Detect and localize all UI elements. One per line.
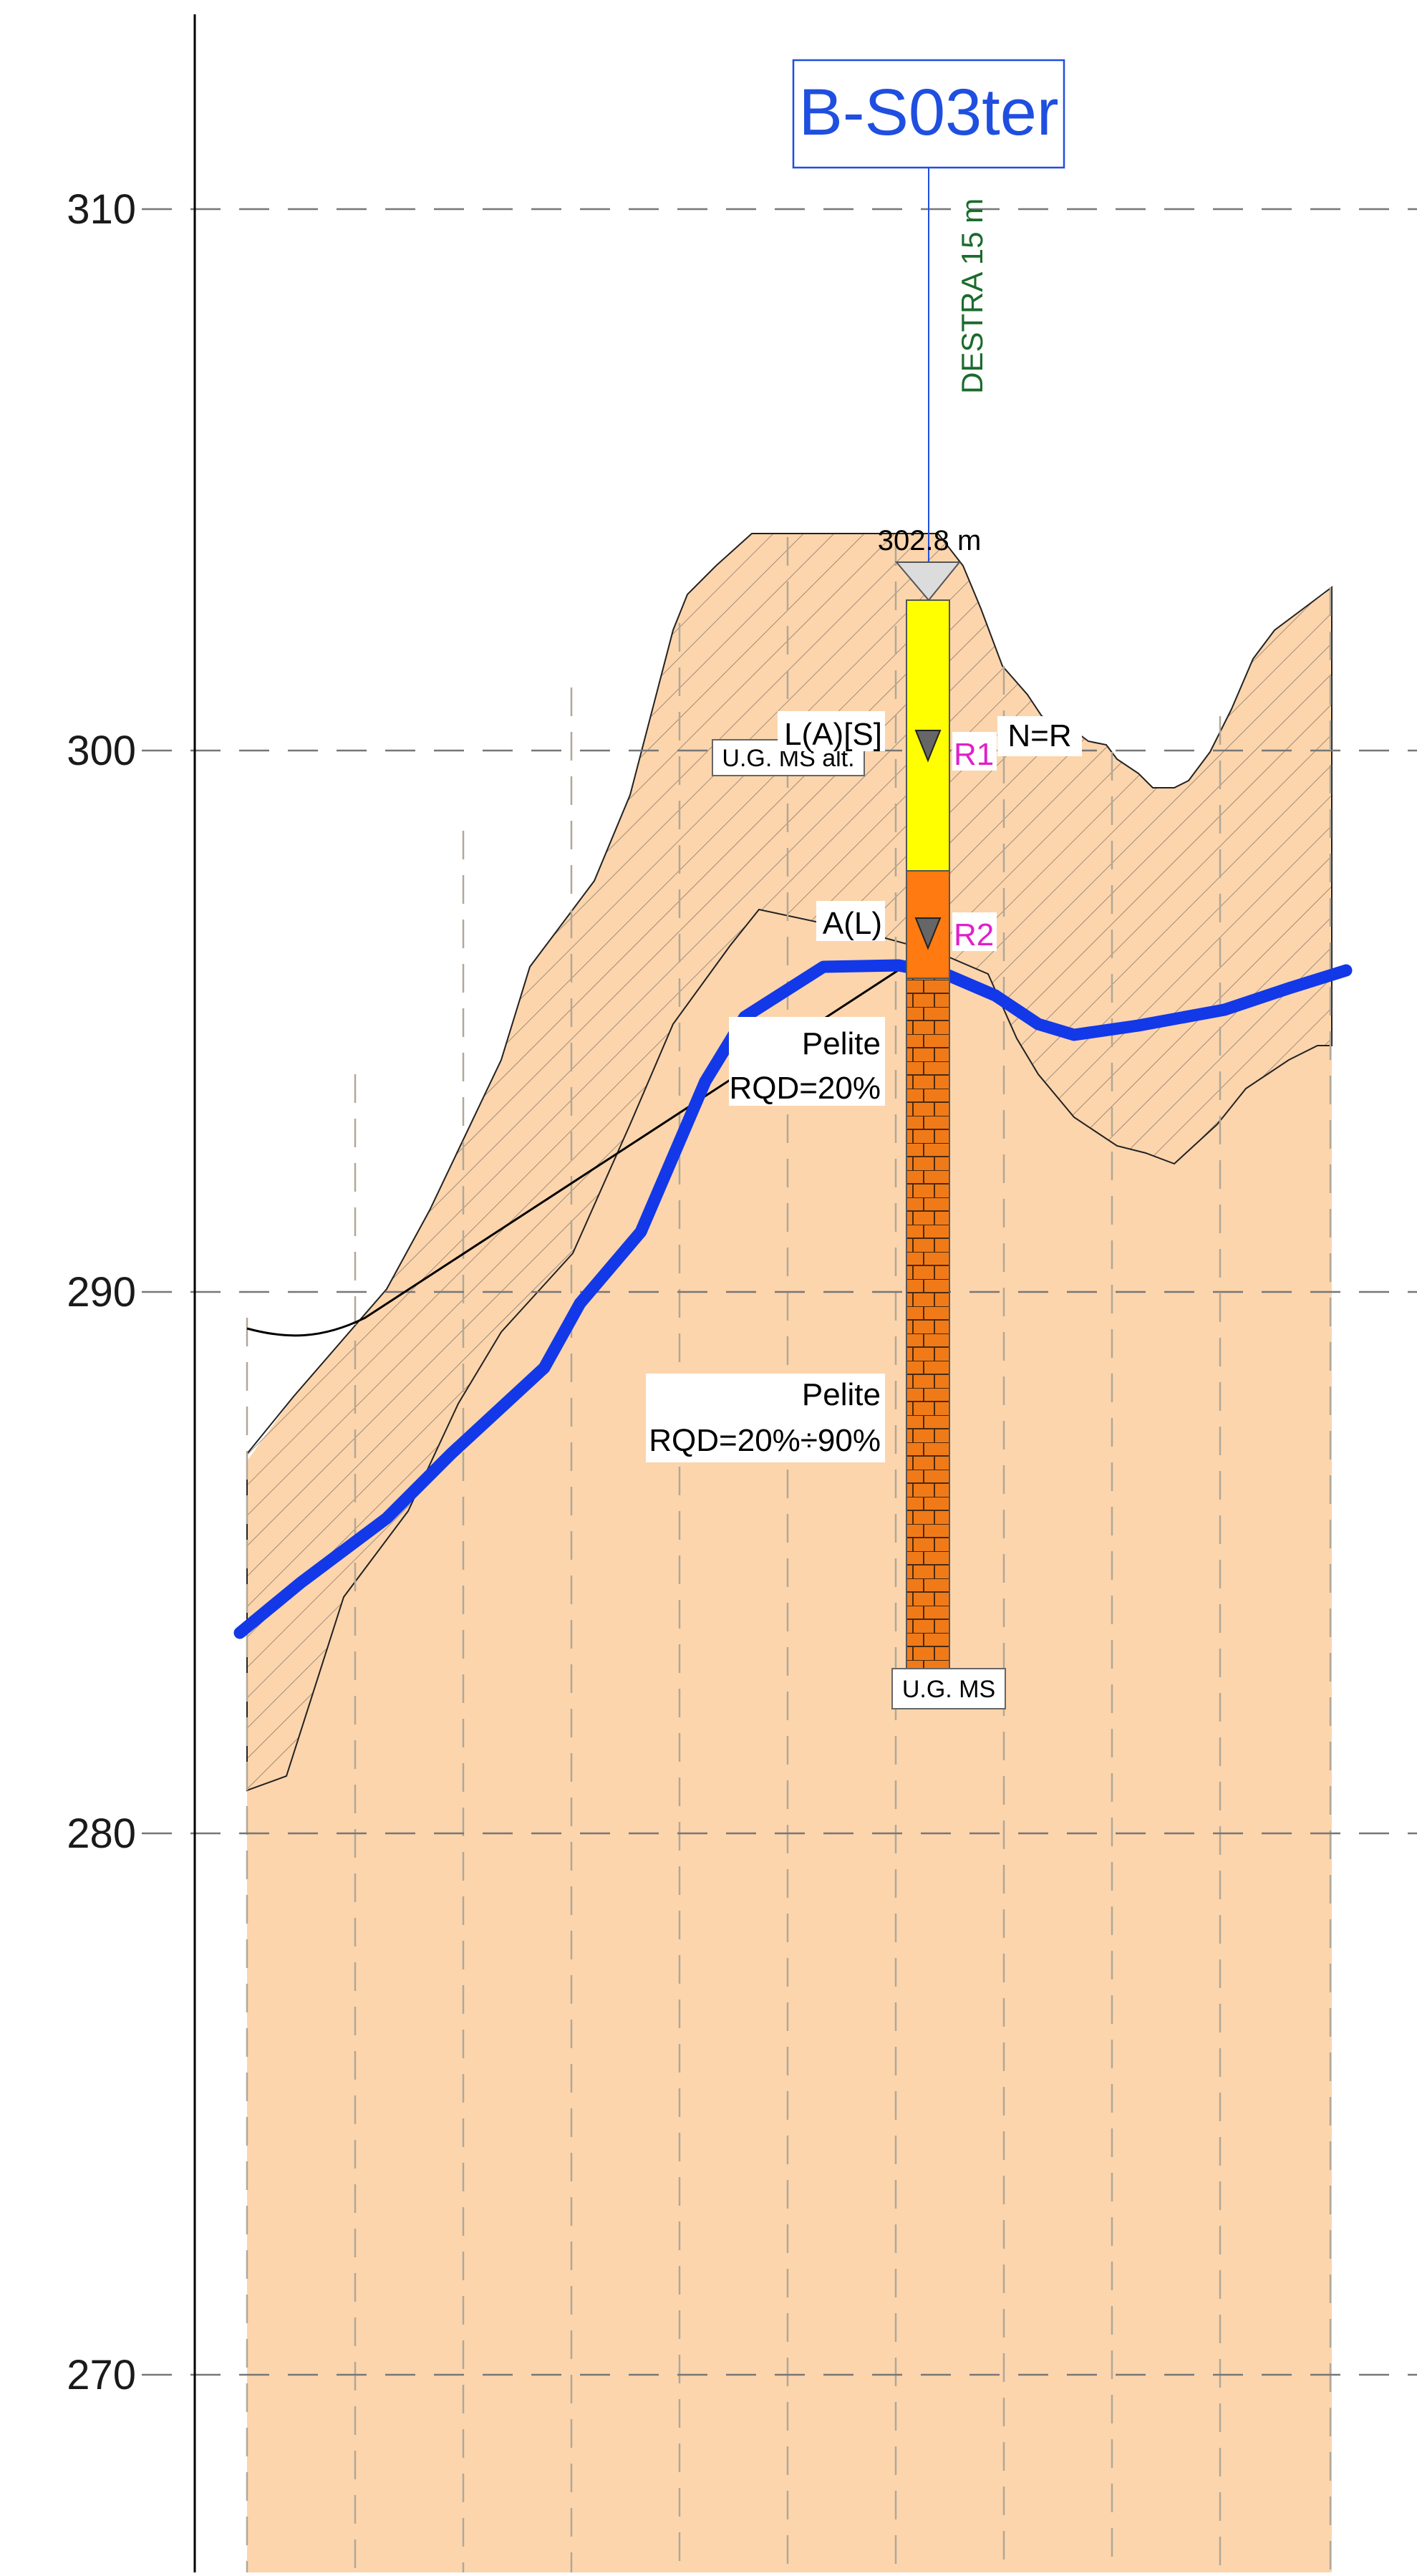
r2-label-box [952, 912, 997, 951]
elevation-tick-label: 280 [67, 1810, 136, 1857]
rock-description-2-rqd: RQD=20%÷90% [649, 1423, 881, 1458]
ground-level-marker [894, 561, 962, 602]
rock-description-2-lithology: Pelite [802, 1377, 881, 1412]
bottom-unit-tag: U.G. MS [902, 1676, 995, 1703]
water-level-note: N=R [1007, 718, 1071, 753]
r1-label-box [952, 732, 997, 771]
upper-unit-label-box [778, 711, 885, 751]
ground-elevation-label: 302.8 m [878, 525, 982, 556]
vertical-guides [246, 537, 1332, 2572]
elevation-tick-label: 290 [67, 1269, 136, 1316]
water-level-marker-r2 [914, 917, 942, 950]
borehole-title-box [792, 59, 1065, 169]
elevation-tick-label: 270 [67, 2352, 136, 2398]
middle-unit-label: A(L) [823, 906, 882, 941]
bedrock-boundary-line [233, 959, 1353, 1639]
water-reading-r1: R1 [954, 737, 994, 772]
elevation-tick-label: 300 [67, 728, 136, 774]
middle-unit-label-box [816, 901, 885, 941]
borehole-offset-label: DESTRA 15 m [955, 198, 989, 394]
elevation-tick-label: 310 [67, 186, 136, 233]
rock-description-1-rqd: RQD=20% [729, 1071, 881, 1106]
rock-description-2-box [646, 1374, 885, 1462]
weathered-zone-hatch [246, 533, 1333, 1792]
upper-unit-label: L(A)[S] [784, 717, 882, 752]
rock-layer [906, 978, 950, 1682]
water-level-marker-r1 [914, 730, 942, 763]
bottom-unit-tag-box [891, 1668, 1006, 1709]
middle-soil-layer [906, 870, 950, 979]
correlation-line [246, 964, 906, 1337]
elevation-axis-labels: 310 300 290 280 270 [67, 186, 136, 2398]
borehole-title: B-S03ter [798, 76, 1058, 149]
rock-description-1-lithology: Pelite [802, 1026, 881, 1061]
rock-description-1-box [729, 1017, 885, 1106]
water-note-box [997, 716, 1082, 756]
water-reading-r2: R2 [954, 917, 994, 952]
